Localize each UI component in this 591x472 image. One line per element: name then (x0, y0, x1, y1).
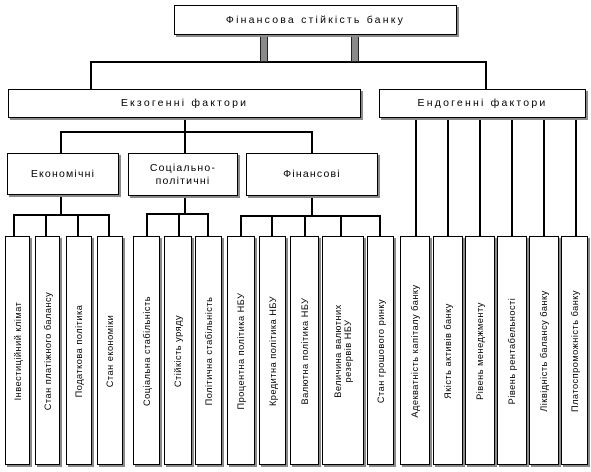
exogenous-node: Екзогенні фактори (8, 89, 361, 118)
connector-line (415, 118, 417, 236)
connector-line (13, 214, 110, 216)
factor-box: Рівень менеджменту (465, 236, 495, 465)
factor-box: Величина валютних резервів НБУ (322, 236, 364, 465)
factor-box: Процентна політика НБУ (227, 236, 255, 465)
factor-box: Валютна політика НБУ (290, 236, 319, 465)
factor-box: Адекватність капіталу банку (400, 236, 430, 465)
connector-line (479, 118, 481, 236)
connector-line (340, 215, 342, 236)
factor-box: Податкова політика (66, 236, 92, 465)
factor-box: Стан економіки (97, 236, 123, 465)
connector-line (90, 61, 92, 89)
economic-node: Економічні (7, 153, 119, 195)
factor-box: Стан грошового ринку (367, 236, 394, 465)
connector-line (511, 118, 513, 236)
factor-box: Якість активів банку (433, 236, 463, 465)
exogenous-label: Екзогенні фактори (120, 97, 249, 110)
connector-line (13, 214, 15, 236)
economic-label: Економічні (30, 167, 96, 180)
connector-line (311, 196, 313, 216)
factor-label: Процентна політика НБУ (235, 292, 246, 409)
factor-label: Стан платіжного балансу (42, 291, 53, 410)
connector-line (271, 215, 273, 236)
connector-line (379, 215, 381, 236)
factor-label: Величина валютних резервів НБУ (332, 303, 353, 398)
connector-line (146, 213, 148, 236)
factor-label: Ліквідність балансу банку (538, 289, 549, 412)
socio-political-node: Соціально- політичні (128, 153, 238, 196)
socio-political-label: Соціально- політичні (149, 162, 217, 187)
connector-line (543, 118, 545, 236)
factor-box: Політична стабільність (195, 236, 222, 465)
connector-line (304, 215, 306, 236)
factor-box: Рівень рентабельності (497, 236, 527, 465)
financial-label: Фінансові (283, 168, 341, 181)
connector-line (60, 131, 62, 153)
factor-label: Якість активів банку (442, 302, 453, 399)
factor-label: Адекватність капіталу банку (409, 283, 420, 418)
connector-line (146, 213, 209, 215)
factor-label: Стан грошового ринку (375, 298, 386, 403)
factor-box: Стан платіжного балансу (35, 236, 60, 465)
connector-bar (351, 35, 359, 62)
factor-box: Платоспроможність банку (561, 236, 588, 465)
connector-line (447, 118, 449, 236)
factor-label: Рівень рентабельності (506, 297, 517, 404)
connector-line (207, 213, 209, 236)
connector-line (240, 215, 381, 217)
connector-line (184, 196, 186, 214)
factor-label: Платоспроможність банку (569, 289, 580, 412)
connector-bar (260, 35, 268, 62)
factor-label: Рівень менеджменту (474, 301, 485, 400)
factor-label: Стійкість уряду (172, 314, 183, 387)
endogenous-node: Ендогенні фактори (379, 89, 586, 118)
root-node: Фінансова стійкість банку (174, 5, 457, 35)
connector-line (90, 61, 487, 63)
factor-label: Кредитна політика НБУ (267, 295, 278, 406)
connector-line (311, 131, 313, 153)
connector-line (178, 213, 180, 236)
connector-line (485, 61, 487, 89)
factor-label: Податкова політика (73, 304, 84, 397)
factor-box: Стійкість уряду (164, 236, 192, 465)
factor-box: Соціальна стабільність (133, 236, 160, 465)
connector-line (45, 214, 47, 236)
factor-label: Інвестиційний клімат (12, 301, 23, 400)
connector-line (240, 215, 242, 236)
factor-label: Валютна політика НБУ (299, 296, 310, 405)
factor-box: Інвестиційний клімат (5, 236, 30, 465)
factor-label: Соціальна стабільність (141, 295, 152, 406)
connector-line (108, 214, 110, 236)
connector-line (184, 118, 186, 132)
connector-line (184, 131, 186, 153)
factor-label: Стан економіки (104, 314, 115, 387)
connector-line (575, 118, 577, 236)
root-label: Фінансова стійкість банку (225, 13, 406, 26)
connector-line (60, 195, 62, 215)
factor-label: Політична стабільність (203, 296, 214, 405)
connector-line (77, 214, 79, 236)
financial-node: Фінансові (246, 153, 378, 196)
factor-box: Ліквідність балансу банку (529, 236, 559, 465)
connector-line (60, 131, 312, 133)
endogenous-label: Ендогенні фактори (417, 97, 548, 110)
factor-box: Кредитна політика НБУ (259, 236, 286, 465)
